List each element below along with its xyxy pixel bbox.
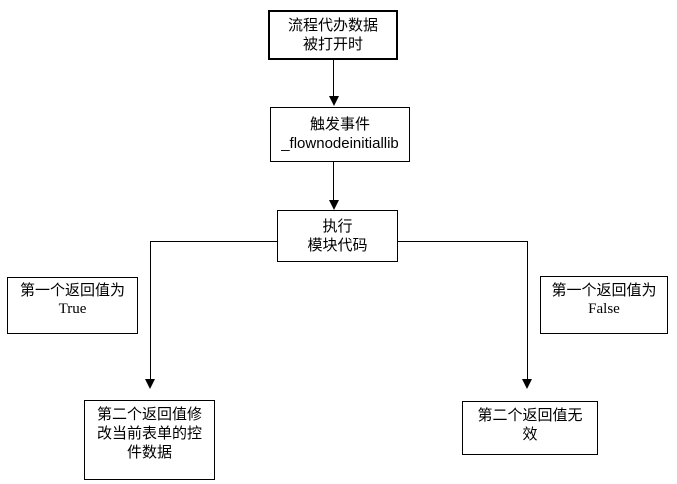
connector-execute-left-horizontal (150, 241, 277, 242)
connector-start-trigger (333, 60, 334, 97)
flowchart-node-start: 流程代办数据 被打开时 (268, 10, 398, 60)
arrowhead-icon (145, 379, 155, 389)
node-text-line: 第二个返回值无 (477, 407, 583, 424)
flowchart-node-trigger-event: 触发事件 _flownodeinitiallib (270, 107, 410, 162)
connector-execute-right-horizontal (398, 241, 527, 242)
node-text-line: 触发事件 (309, 116, 370, 133)
node-text-line: False (588, 301, 620, 317)
flowchart-label-branch-true: 第一个返回值为 True (7, 277, 138, 334)
flowchart-node-result-true: 第二个返回值修 改当前表单的控 件数据 (84, 400, 215, 480)
node-text-line: 改当前表单的控 (96, 425, 202, 442)
node-text-line: 执行 (322, 218, 353, 235)
node-text-line: 第一个返回值为 (19, 282, 125, 299)
node-text-line: 被打开时 (302, 36, 363, 53)
node-text-line: 第二个返回值修 (96, 406, 202, 423)
connector-execute-right-vertical (527, 241, 528, 379)
node-text-line: 模块代码 (307, 237, 368, 254)
arrowhead-icon (329, 200, 339, 210)
node-text-line: _flownodeinitiallib (281, 135, 399, 152)
node-text-line: True (58, 301, 87, 317)
flowchart-node-execute: 执行 模块代码 (277, 210, 398, 262)
connector-execute-left-vertical (150, 241, 151, 379)
node-text-line: 件数据 (126, 444, 172, 461)
node-text-line: 第一个返回值为 (551, 282, 657, 299)
arrowhead-icon (329, 96, 339, 106)
node-text-line: 流程代办数据 (287, 17, 378, 34)
connector-trigger-execute (333, 162, 334, 200)
arrowhead-icon (522, 379, 532, 389)
flowchart-label-branch-false: 第一个返回值为 False (540, 276, 668, 334)
flowchart-node-result-false: 第二个返回值无 效 (462, 401, 598, 455)
node-text-line: 效 (522, 426, 538, 443)
